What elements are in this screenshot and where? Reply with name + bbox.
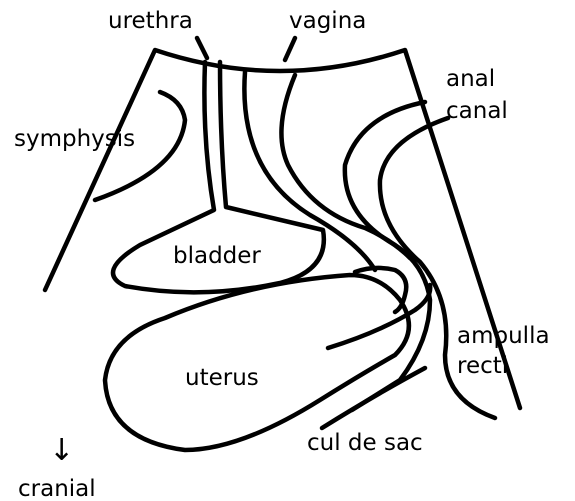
cranial-arrow-icon: ↓	[49, 433, 74, 468]
uterus-outline	[105, 275, 409, 450]
anal-canal-label-line2: canal	[446, 98, 508, 124]
cul-de-sac-label: cul de sac	[307, 430, 423, 456]
symphysis-label: symphysis	[14, 126, 135, 152]
vagina-label: vagina	[289, 8, 366, 34]
rectum-outer-wall	[345, 102, 430, 410]
bladder-label: bladder	[173, 243, 261, 269]
peritoneum-line	[328, 285, 430, 348]
urethra-label: urethra	[108, 8, 193, 34]
urethra-leader-line	[197, 38, 207, 58]
cranial-label: cranial	[18, 476, 96, 501]
vagina-leader-line	[285, 38, 295, 60]
uterus-label: uterus	[185, 365, 259, 391]
ampulla-recti-label-line1: ampulla	[457, 323, 550, 349]
anal-canal-label-line1: anal	[446, 66, 495, 92]
vagina-outline	[244, 72, 375, 270]
ampulla-recti-label-line2: recti	[457, 353, 508, 379]
cul-de-sac-line	[322, 368, 425, 428]
